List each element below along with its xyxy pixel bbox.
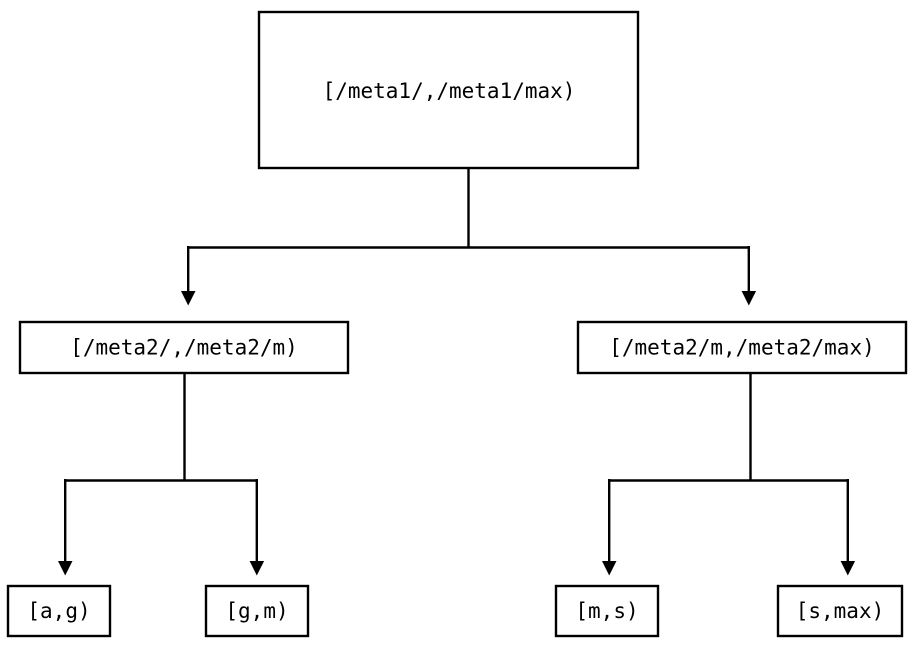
arrowhead-leaf-3 [602, 561, 617, 576]
node-leaf-2-box [204, 584, 310, 638]
arrowhead-leaf-4 [840, 561, 856, 576]
node-mid-right-box [576, 320, 908, 375]
edge-group-mid-left [58, 373, 265, 576]
node-leaf-3-box [554, 584, 660, 638]
node-leaf-4-box [776, 584, 904, 638]
node-mid-right-label: [/meta2/m,/meta2/max) [609, 336, 875, 360]
node-leaf-1-label: [a,g) [27, 599, 90, 623]
node-root[interactable]: [/meta1/,/meta1/max) [257, 10, 640, 170]
node-mid-left-label: [/meta2/,/meta2/m) [70, 336, 298, 360]
node-leaf-2-label: [g,m) [225, 599, 288, 623]
node-leaf-4-label: [s,max) [796, 599, 885, 623]
node-mid-left-box [18, 320, 350, 375]
arrowhead-mid-right [741, 291, 757, 306]
edge-group-root [181, 168, 757, 306]
arrowhead-leaf-2 [249, 561, 265, 576]
node-leaf-1-box [6, 584, 112, 638]
node-leaf-3[interactable]: [m,s) [554, 584, 660, 638]
node-root-box [257, 10, 640, 170]
node-mid-left[interactable]: [/meta2/,/meta2/m) [18, 320, 350, 375]
arrowhead-mid-left [181, 291, 196, 306]
edge-group-mid-right [602, 373, 856, 576]
arrowhead-leaf-1 [58, 561, 73, 576]
node-leaf-3-label: [m,s) [575, 599, 638, 623]
node-leaf-2[interactable]: [g,m) [204, 584, 310, 638]
node-leaf-4[interactable]: [s,max) [776, 584, 904, 638]
node-mid-right[interactable]: [/meta2/m,/meta2/max) [576, 320, 908, 375]
node-root-label: [/meta1/,/meta1/max) [323, 79, 576, 103]
node-leaf-1[interactable]: [a,g) [6, 584, 112, 638]
